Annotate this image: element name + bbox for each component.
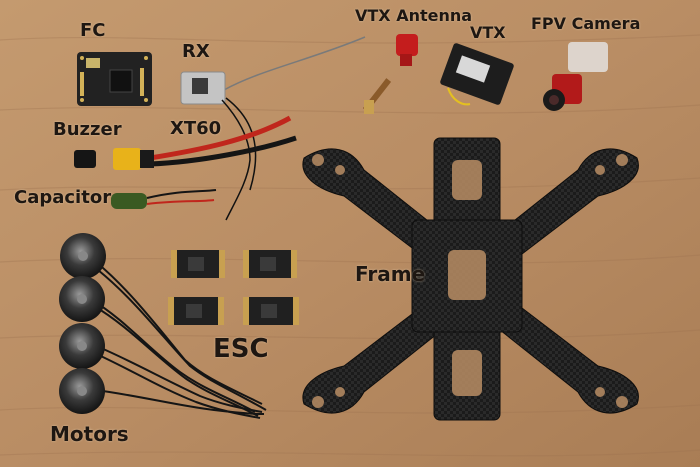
fc-board bbox=[77, 52, 152, 106]
label-capacitor: Capacitor bbox=[14, 187, 112, 208]
vtx-board bbox=[440, 43, 514, 106]
frame-cutouts bbox=[312, 154, 628, 408]
label-fpv-camera: FPV Camera bbox=[531, 14, 641, 33]
label-fc: FC bbox=[80, 20, 106, 41]
label-rx: RX bbox=[182, 41, 210, 62]
buzzer bbox=[74, 150, 96, 168]
esc-boards bbox=[168, 250, 299, 325]
vtx-antenna bbox=[362, 34, 418, 114]
label-motors: Motors bbox=[50, 422, 129, 446]
label-frame: Frame bbox=[355, 262, 426, 286]
label-vtx-antenna: VTX Antenna bbox=[355, 6, 473, 25]
label-xt60: XT60 bbox=[170, 118, 222, 139]
motor-wires bbox=[91, 261, 267, 419]
xt60-connector bbox=[113, 115, 297, 170]
rx-board bbox=[180, 36, 366, 221]
capacitor bbox=[111, 189, 217, 209]
motors bbox=[59, 233, 106, 414]
label-esc: ESC bbox=[213, 334, 269, 364]
carbon-frame bbox=[302, 137, 639, 421]
fpv-camera bbox=[543, 42, 608, 111]
label-vtx: VTX bbox=[470, 23, 506, 42]
label-buzzer: Buzzer bbox=[53, 119, 122, 140]
